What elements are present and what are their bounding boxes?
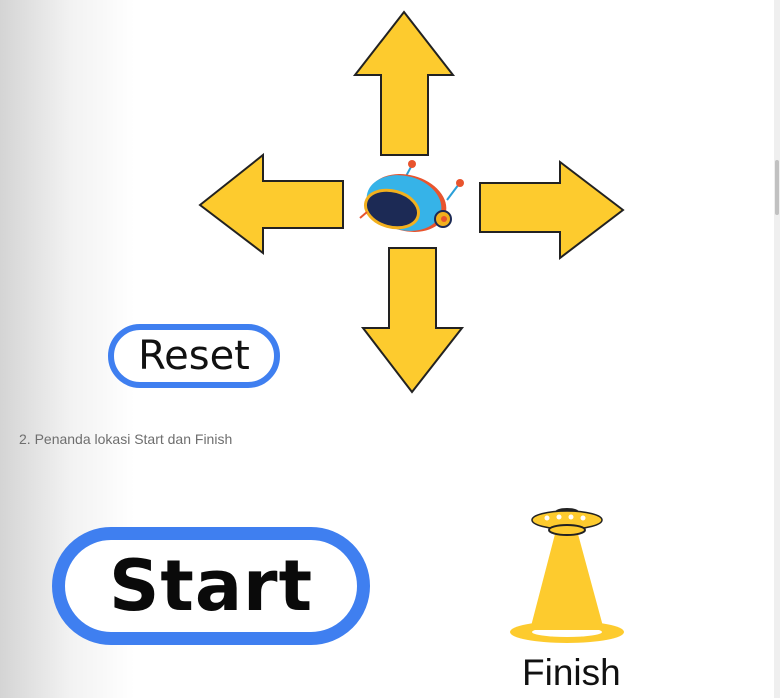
arrow-controls <box>198 10 625 394</box>
finish-label: Finish <box>522 652 621 693</box>
robot-icon <box>359 160 464 232</box>
scrollbar-thumb[interactable] <box>775 160 779 215</box>
section-caption: 2. Penanda lokasi Start dan Finish <box>19 431 233 447</box>
reset-button[interactable]: Reset <box>108 324 280 388</box>
reset-label: Reset <box>138 333 250 379</box>
arrow-left-button[interactable] <box>198 152 344 256</box>
ufo-finish-icon <box>510 508 624 643</box>
arrow-down-button[interactable] <box>360 247 465 394</box>
start-marker: Start <box>52 527 370 645</box>
arrow-up-button[interactable] <box>352 10 456 156</box>
arrow-right-button[interactable] <box>479 159 625 261</box>
start-label: Start <box>108 545 314 627</box>
scrollbar-track[interactable] <box>774 0 780 698</box>
